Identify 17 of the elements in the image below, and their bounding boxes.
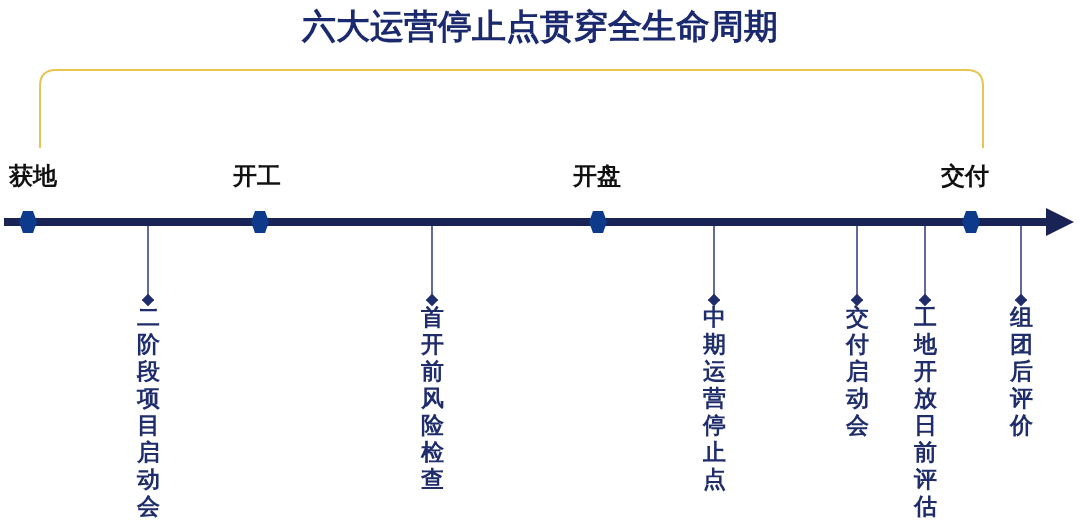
milestone-label: 交付 (941, 160, 989, 192)
leader-line (425, 225, 439, 307)
leader-line (707, 225, 721, 307)
milestone-label: 获地 (9, 160, 57, 192)
stop-point-label: 组团后评价 (1009, 304, 1033, 439)
stop-point-label: 二阶段项目启动会 (136, 304, 160, 520)
leader-line (850, 225, 864, 307)
stop-point-label: 中期运营停止点 (702, 304, 726, 493)
stop-point-label: 首开前风险检查 (420, 304, 444, 493)
title: 六大运营停止点贯穿全生命周期 (300, 5, 779, 48)
milestone-label: 开工 (233, 160, 281, 192)
leader-line (141, 225, 155, 307)
stop-point-label: 交付启动会 (845, 304, 869, 439)
leader-line (918, 225, 932, 307)
leader-line (1014, 225, 1028, 307)
milestone-label: 开盘 (573, 160, 621, 192)
stop-point-label: 工地开放日前评估 (913, 304, 937, 520)
